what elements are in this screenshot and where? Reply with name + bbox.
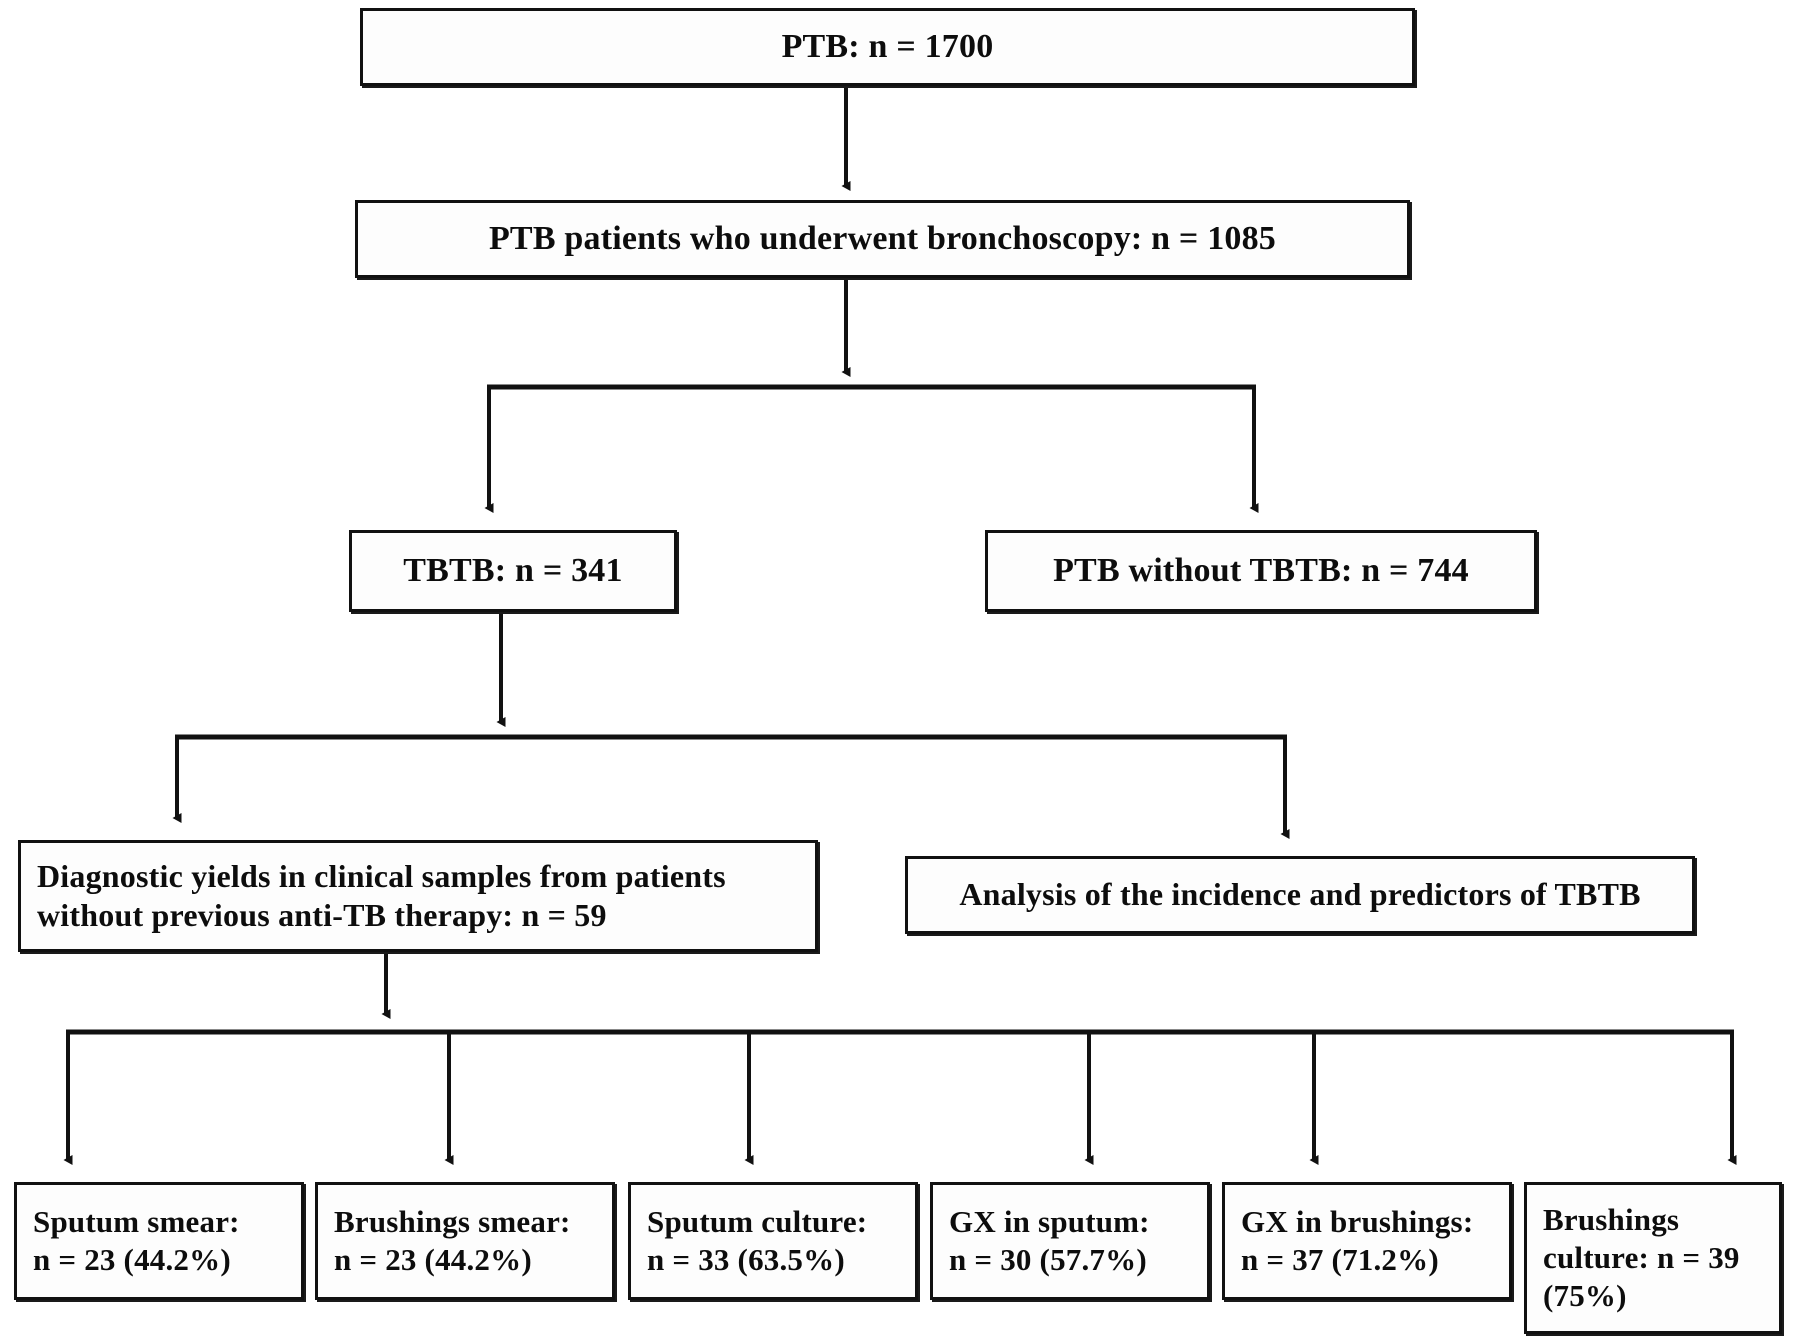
node-ptb-without-tbtb: PTB without TBTB: n = 744 xyxy=(985,530,1537,612)
node-result-sputum-smear: Sputum smear: n = 23 (44.2%) xyxy=(14,1182,304,1300)
node-result-sputum-culture-label: Sputum culture: n = 33 (63.5%) xyxy=(647,1204,868,1277)
connector-yields-to-results xyxy=(63,954,1737,1165)
node-result-brushings-smear: Brushings smear: n = 23 (44.2%) xyxy=(315,1182,615,1300)
node-result-gx-in-sputum: GX in sputum: n = 30 (57.7%) xyxy=(930,1182,1210,1300)
connector-tbtb-to-split xyxy=(172,614,1290,839)
node-result-gx-in-brushings-label: GX in brushings: n = 37 (71.2%) xyxy=(1241,1204,1474,1277)
connector-bronchoscopy-to-split xyxy=(484,280,1259,513)
node-result-gx-in-brushings: GX in brushings: n = 37 (71.2%) xyxy=(1222,1182,1512,1300)
node-bronchoscopy: PTB patients who underwent bronchoscopy:… xyxy=(355,200,1410,278)
node-tbtb: TBTB: n = 341 xyxy=(349,530,677,612)
node-diagnostic-yields-label: Diagnostic yields in clinical samples fr… xyxy=(37,857,726,933)
node-result-sputum-culture: Sputum culture: n = 33 (63.5%) xyxy=(628,1182,918,1300)
node-ptb-without-tbtb-label: PTB without TBTB: n = 744 xyxy=(1053,552,1469,590)
node-ptb: PTB: n = 1700 xyxy=(360,8,1415,86)
node-analysis-label: Analysis of the incidence and predictors… xyxy=(959,876,1641,913)
node-result-brushings-culture-label: Brushings culture: n = 39 (75%) xyxy=(1543,1202,1740,1313)
node-diagnostic-yields: Diagnostic yields in clinical samples fr… xyxy=(18,840,818,952)
node-tbtb-label: TBTB: n = 341 xyxy=(403,552,623,590)
node-result-sputum-smear-label: Sputum smear: n = 23 (44.2%) xyxy=(33,1204,240,1277)
node-analysis-incidence-predictors: Analysis of the incidence and predictors… xyxy=(905,856,1695,934)
node-ptb-label: PTB: n = 1700 xyxy=(781,28,994,66)
node-result-gx-in-sputum-label: GX in sputum: n = 30 (57.7%) xyxy=(949,1204,1150,1277)
node-bronchoscopy-label: PTB patients who underwent bronchoscopy:… xyxy=(488,220,1277,258)
node-result-brushings-culture: Brushings culture: n = 39 (75%) xyxy=(1524,1182,1782,1334)
node-result-brushings-smear-label: Brushings smear: n = 23 (44.2%) xyxy=(334,1204,571,1277)
